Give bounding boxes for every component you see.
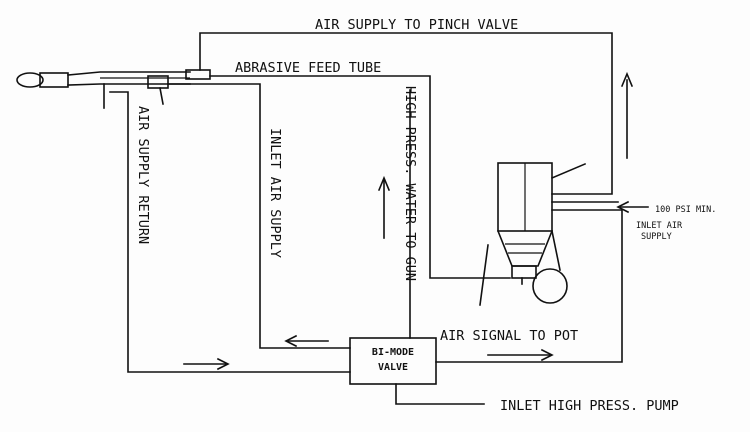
arrow-left-inlet-air (616, 200, 649, 214)
pot-handle (550, 162, 587, 180)
bimode-valve-box (349, 337, 437, 385)
air-supply-return-line (109, 91, 351, 373)
gun-fitting (147, 75, 169, 89)
gun-barrel-top (67, 71, 191, 76)
inlet-high-press-line (395, 383, 485, 405)
abrasive-pot (479, 162, 619, 306)
pot-outlet (511, 265, 537, 279)
inlet-air-supply-label: INLET AIR SUPPLY (267, 128, 283, 258)
arrow-right-return (183, 357, 230, 371)
abrasive-feed-tube-line (209, 75, 511, 279)
pot-hopper (496, 229, 554, 267)
blast-gun (16, 69, 211, 109)
gun-nozzle-tip (16, 72, 44, 88)
air-supply-pinch-label: AIR SUPPLY TO PINCH VALVE (315, 17, 518, 33)
air-supply-return-label: AIR SUPPLY RETURN (135, 106, 151, 244)
inlet-air-supply-line (167, 83, 351, 349)
gun-fitting-stem (159, 87, 164, 105)
arrow-left-inlet (284, 334, 329, 348)
gun-nozzle-body (39, 72, 69, 88)
pot-wheel (532, 268, 568, 304)
inlet-high-press-label: INLET HIGH PRESS. PUMP (500, 398, 679, 414)
bimode-valve-label-2: VALVE (378, 362, 408, 373)
inlet-air-label: INLET AIR (636, 221, 683, 231)
abrasive-feed-label: ABRASIVE FEED TUBE (235, 60, 381, 76)
pot-leg (479, 244, 489, 306)
arrow-right-signal (487, 348, 554, 362)
psi-min-label: 100 PSI MIN. (655, 205, 716, 215)
arrow-up-right (620, 71, 634, 159)
pinch-valve (185, 69, 211, 80)
gun-barrel-bottom (67, 83, 191, 86)
air-signal-line (435, 209, 623, 363)
arrow-up-valve-riser (377, 175, 391, 239)
bimode-valve-label-1: BI-MODE (372, 347, 414, 358)
air-supply-pinch-line (199, 32, 613, 195)
supply-label: SUPPLY (641, 232, 672, 242)
air-signal-label: AIR SIGNAL TO POT (440, 328, 578, 344)
